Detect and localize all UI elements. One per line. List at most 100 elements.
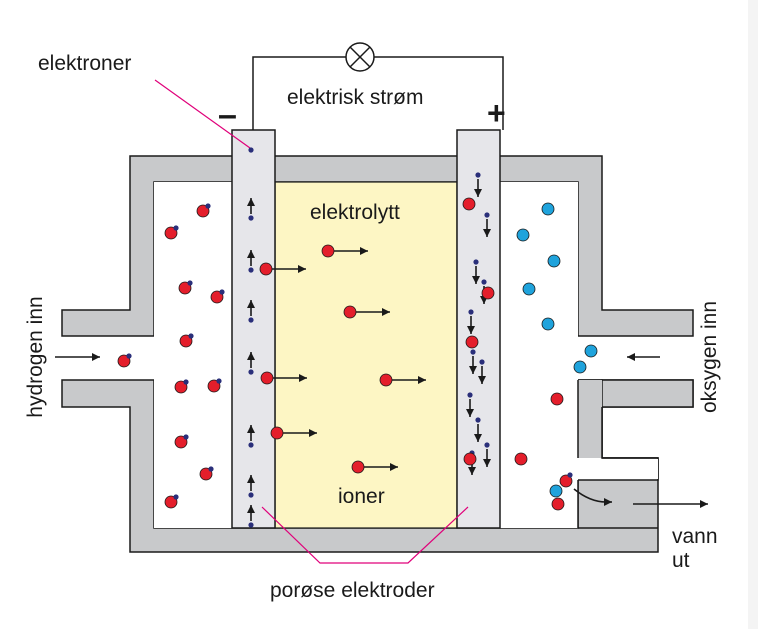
- electron-down-arrow-5-head: [469, 366, 477, 374]
- electron-h7: [183, 434, 189, 440]
- hydrogen-atom-c2: [514, 452, 528, 466]
- hydrogen-atom-6: [207, 379, 221, 393]
- electron-dn1: [484, 212, 490, 218]
- water-curve-arrow-head: [604, 498, 612, 506]
- electron-h10: [126, 353, 132, 359]
- ion-arrow-4-head: [418, 376, 426, 384]
- hydrogen-atom-ion5: [270, 426, 284, 440]
- hydrogen-atom-7: [174, 435, 188, 449]
- electron-dn3: [481, 279, 487, 285]
- current-label: elektrisk strøm: [287, 86, 424, 109]
- anode-electrode: [231, 129, 276, 529]
- electron-up3: [248, 369, 254, 375]
- oxygen-atom-4: [541, 317, 555, 331]
- hydrogen-atom-ion4: [379, 373, 393, 387]
- hydrogen-atom-ion1: [321, 244, 335, 258]
- electron-h8: [208, 466, 214, 472]
- hydrogen-atom-ion2: [343, 305, 357, 319]
- hydrogen-atom-cat3: [463, 452, 477, 466]
- electron-dn5: [470, 349, 476, 355]
- ion-arrow-2-head: [382, 308, 390, 316]
- electron-down-arrow-1-head: [483, 229, 491, 237]
- electron-h6: [216, 378, 222, 384]
- electrolyte-region: [274, 181, 458, 529]
- electron-up-arrow-0-head: [247, 198, 255, 206]
- porous-electrodes-label: porøse elektroder: [270, 579, 435, 602]
- electron-down-arrow-4-head: [467, 326, 475, 334]
- electron-down-arrow-2-head: [472, 276, 480, 284]
- hydrogen-inlet-arrow-head: [92, 353, 100, 361]
- electron-h3: [219, 289, 225, 295]
- electron-dn4: [468, 309, 474, 315]
- electron-up1: [248, 267, 254, 273]
- electron-down-arrow-6-head: [478, 376, 486, 384]
- electron-top: [248, 147, 254, 153]
- hydrogen-atom-w1: [559, 474, 573, 488]
- electron-up-arrow-4-head: [247, 425, 255, 433]
- hydrogen-atom-cat1: [481, 286, 495, 300]
- hydrogen-atom-3: [210, 290, 224, 304]
- electron-dn6: [479, 359, 485, 365]
- hydrogen-atom-8: [199, 467, 213, 481]
- ion-arrow-6-head: [390, 463, 398, 471]
- hydrogen-atom-10: [117, 354, 131, 368]
- hydrogen-atom-cat2: [465, 335, 479, 349]
- hydrogen-atom-w2: [551, 497, 565, 511]
- water-outlet-arrow-head: [700, 500, 708, 508]
- electron-h2: [187, 280, 193, 286]
- electron-up5: [248, 492, 254, 498]
- electron-down-arrow-8-head: [474, 434, 482, 442]
- electron-h1: [205, 203, 211, 209]
- electron-up2: [248, 317, 254, 323]
- electrodes-leader: [261, 506, 469, 564]
- hydrogen-atom-ion6: [351, 460, 365, 474]
- oxygen-atom-2: [547, 254, 561, 268]
- electron-up-arrow-6-head: [247, 505, 255, 513]
- electron-up-arrow-5-head: [247, 475, 255, 483]
- electron-down-arrow-9-head: [483, 459, 491, 467]
- electron-up-arrow-3-head: [247, 352, 255, 360]
- electron-down-arrow-7-head: [466, 409, 474, 417]
- plus-sign: +: [487, 95, 506, 131]
- ion-arrow-5-head: [309, 429, 317, 437]
- electrolyte-label: elektrolytt: [310, 201, 400, 224]
- electron-dn8: [475, 417, 481, 423]
- oxygen-atom-7: [549, 484, 563, 498]
- electron-up-arrow-1-head: [247, 250, 255, 258]
- oxygen-atom-5: [584, 344, 598, 358]
- electron-h9: [173, 494, 179, 500]
- water-out-label-1: vann: [672, 525, 718, 548]
- electron-dn7: [467, 392, 473, 398]
- electron-down-arrow-10-head: [468, 467, 476, 475]
- hydrogen-atom-2: [178, 281, 192, 295]
- oxygen-atom-1: [516, 228, 530, 242]
- electron-dn9: [484, 442, 490, 448]
- electron-up0: [248, 215, 254, 221]
- lamp-cross-icon: [345, 42, 375, 72]
- hydrogen-atom-9: [164, 495, 178, 509]
- particles-layer: [55, 147, 708, 528]
- hydrogen-atom-ion0: [259, 262, 273, 276]
- electron-up4: [248, 442, 254, 448]
- ions-label: ioner: [338, 485, 385, 508]
- electron-h4: [188, 333, 194, 339]
- electron-h5: [183, 379, 189, 385]
- electron-w: [567, 472, 573, 478]
- circuit-wire: [252, 56, 504, 130]
- oxygen-atom-0: [541, 202, 555, 216]
- ion-arrow-0-head: [298, 265, 306, 273]
- hydrogen-atom-4: [179, 334, 193, 348]
- oxygen-inlet-arrow-head: [627, 353, 635, 361]
- water-out-label-2: ut: [672, 549, 690, 572]
- oxygen-atom-6: [573, 360, 587, 374]
- ion-arrow-1-head: [360, 247, 368, 255]
- electron-dn2: [473, 259, 479, 265]
- electron-up-arrow-2-head: [247, 300, 255, 308]
- electron-h0: [173, 225, 179, 231]
- electron-dn0: [475, 172, 481, 178]
- oxygen-atom-3: [522, 282, 536, 296]
- hydrogen-atom-cat0: [462, 197, 476, 211]
- electron-up6: [248, 522, 254, 528]
- minus-sign: –: [218, 96, 237, 134]
